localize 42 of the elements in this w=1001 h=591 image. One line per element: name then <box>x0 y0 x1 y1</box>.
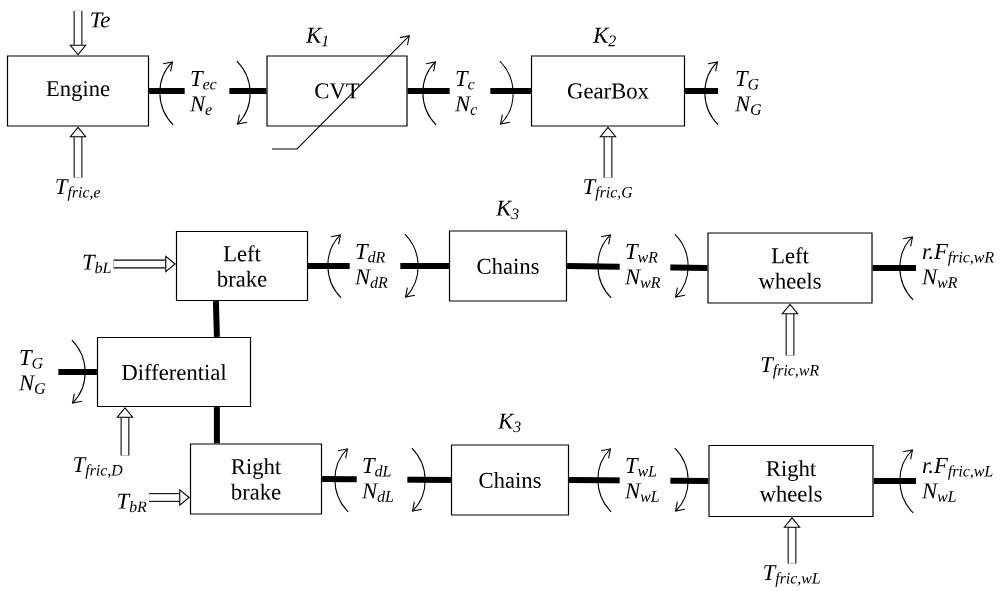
torque-label: T$_{fric,D}$ <box>74 457 123 479</box>
edge-label: T$_{c}$ N$_{c}$ <box>449 69 491 117</box>
block-box: Right wheels <box>708 444 874 518</box>
shaft-line <box>685 88 718 94</box>
block-box: Chains <box>448 230 568 302</box>
torque-label: Te <box>91 12 110 28</box>
edge-label: r.F$_{fric,wL}$ N$_{wL}$ <box>916 456 1001 504</box>
input-arrow <box>113 255 176 273</box>
block-box: Differential <box>96 336 252 408</box>
torque-label: T$_{fric,wR}$ <box>761 357 819 379</box>
torque-label: T$_{bR}$ <box>118 493 147 513</box>
block-box: Engine <box>6 55 150 127</box>
input-arrow <box>69 126 87 178</box>
edge-label: T$_{dR}$ N$_{dR}$ <box>349 242 401 290</box>
shaft-line <box>213 407 220 444</box>
input-arrow <box>781 303 799 356</box>
input-arrow <box>783 517 801 564</box>
input-arrow <box>116 407 134 456</box>
torque-label: T$_{bL}$ <box>83 254 111 274</box>
ratio-label: K$_{3}$ <box>495 200 519 220</box>
input-arrow <box>69 10 87 56</box>
ratio-label: K$_{2}$ <box>592 27 616 47</box>
shaft-line <box>212 301 220 337</box>
torque-label: T$_{fric,e}$ <box>56 179 101 201</box>
edge-label: T$_{wR}$ N$_{wR}$ <box>619 242 671 290</box>
edge-label: r.F$_{fric,wR}$ N$_{wR}$ <box>916 242 1001 290</box>
ratio-label: K$_{3}$ <box>497 413 521 433</box>
torque-label: T$_{fric,wL}$ <box>764 565 820 587</box>
block-box: Left brake <box>175 230 309 302</box>
input-arrow <box>599 126 617 178</box>
edge-label: T$_{G}$ N$_{G}$ <box>13 348 59 396</box>
block-box: Left wheels <box>707 232 873 304</box>
ratio-label: K$_{1}$ <box>305 27 328 47</box>
block-box: Right brake <box>189 443 323 515</box>
edge-label: T$_{ec}$ N$_{e}$ <box>184 69 230 117</box>
torque-label: T$_{fric,G}$ <box>584 179 633 201</box>
shaft-line <box>58 369 97 375</box>
block-box: GearBox <box>530 55 686 127</box>
edge-label: T$_{wL}$ N$_{wL}$ <box>619 456 671 504</box>
edge-label: T$_{G}$ N$_{G}$ <box>729 69 775 117</box>
edge-label: T$_{dL}$ N$_{dL}$ <box>356 456 408 504</box>
block-box: Chains <box>450 444 570 516</box>
